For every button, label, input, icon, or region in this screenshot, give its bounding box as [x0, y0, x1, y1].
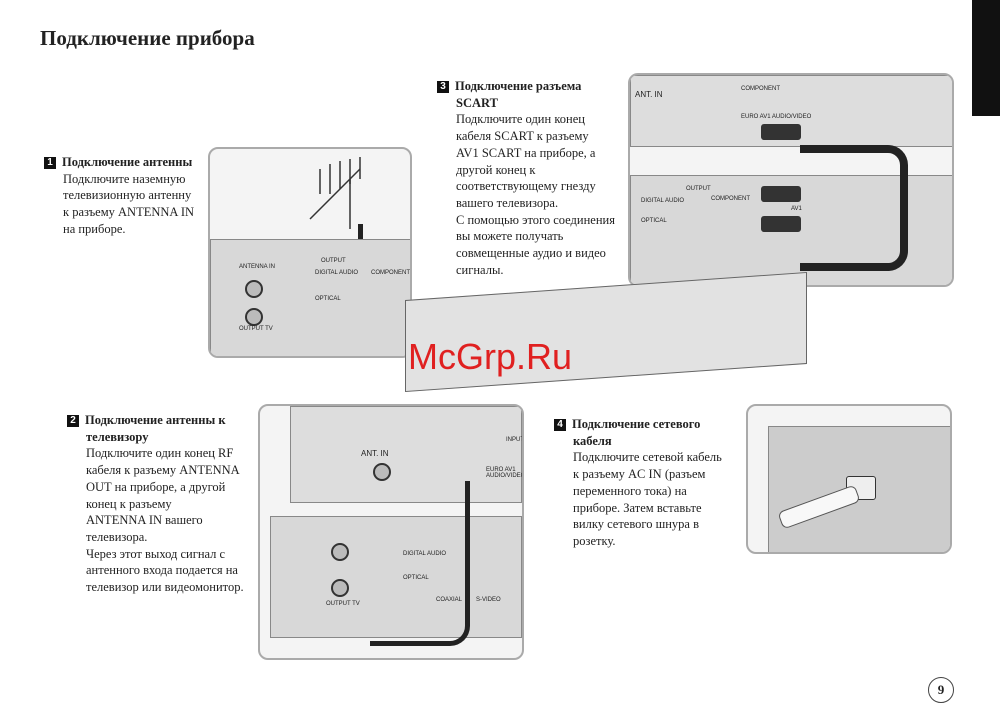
label-antenna-out: OUTPUT TV — [239, 326, 273, 332]
text-line: AV1 SCART на приборе, а — [456, 145, 596, 160]
text-line: Через этот выход сигнал с — [86, 546, 226, 561]
antenna-out-jack — [245, 308, 263, 326]
rear-panel: OUTPUT TV DIGITAL AUDIO OPTICAL COAXIAL … — [270, 516, 522, 638]
watermark: McGrp.Ru — [408, 336, 573, 377]
label-antenna-out: OUTPUT TV — [326, 601, 360, 607]
section-heading: Подключение сетевого — [572, 417, 701, 431]
label-component: COMPONENT — [711, 196, 750, 202]
tv-scart-port — [761, 124, 801, 140]
label-digital-audio: DIGITAL AUDIO — [641, 198, 685, 204]
tv-rear: ANT. IN INPUT EURO AV1 AUDIO/VIDEO — [290, 406, 522, 503]
text-line: ANTENNA IN вашего — [86, 513, 203, 528]
section-tab-marker — [972, 0, 1000, 116]
antenna-in-jack — [331, 543, 349, 561]
text-line: совмещенные аудио и видео — [456, 246, 606, 261]
section-antenna: 1 Подключение антенны Подключите наземную… — [44, 154, 194, 238]
text-line: Подключите один конец — [456, 112, 585, 127]
text-line: розетку. — [573, 533, 616, 548]
label-antenna-in: ANTENNA IN — [239, 264, 276, 270]
scart-port-av2 — [761, 186, 801, 202]
text-line: OUT на приборе, а другой — [86, 479, 226, 494]
section-heading: Подключение антенны — [62, 155, 193, 169]
figure-tv-antenna-connection: ANT. IN INPUT EURO AV1 AUDIO/VIDEO OUTPU… — [258, 404, 524, 660]
label-component: COMPONENT — [371, 270, 410, 276]
text-line: Подключите наземную — [63, 171, 186, 186]
section-heading: Подключение разъема — [455, 79, 582, 93]
label-euro-av1: EURO AV1 AUDIO/VIDEO — [741, 114, 812, 120]
text-line: вашего телевизора. — [456, 195, 559, 210]
text-line: антенного входа подается на — [86, 563, 238, 578]
section-antenna-tv: 2 Подключение антенны к телевизору Подклю… — [67, 412, 244, 596]
antenna-icon — [309, 157, 361, 229]
text-line: конец к разъему — [86, 496, 172, 511]
figure-scart-connection: ANT. IN COMPONENT EURO AV1 AUDIO/VIDEO O… — [628, 73, 954, 287]
section-heading: Подключение антенны к — [85, 413, 226, 427]
text-line: другой конец к — [456, 162, 536, 177]
label-av1: AV1 — [791, 206, 802, 212]
label-svideo: S-VIDEO — [476, 597, 501, 603]
text-line: С помощью этого соединения — [456, 212, 615, 227]
text-line: кабеля SCART к разъему — [456, 129, 589, 144]
step-number: 1 — [44, 157, 56, 169]
text-line: приборе. Затем вставьте — [573, 500, 702, 515]
step-number: 2 — [67, 415, 79, 427]
tv-ant-in-jack — [373, 463, 391, 481]
antenna-in-jack — [245, 280, 263, 298]
label-output: OUTPUT — [321, 258, 346, 264]
label-ant-in: ANT. IN — [361, 449, 389, 458]
section-heading: кабеля — [573, 433, 612, 448]
label-euro-av1: EURO AV1 AUDIO/VIDEO — [486, 467, 524, 479]
section-heading: телевизору — [86, 429, 149, 444]
text-line: сигналы. — [456, 262, 504, 277]
section-scart: 3 Подключение разъема SCART Подключите од… — [437, 78, 615, 278]
label-ant-in: ANT. IN — [635, 90, 663, 99]
label-output: OUTPUT — [686, 186, 711, 192]
text-line: телевизора. — [86, 529, 148, 544]
label-optical: OPTICAL — [403, 575, 429, 581]
text-line: соответствующему гнезду — [456, 179, 596, 194]
step-number: 4 — [554, 419, 566, 431]
antenna-out-jack — [331, 579, 349, 597]
text-line: на приборе. — [63, 221, 126, 236]
text-line: телевизор или видеомонитор. — [86, 580, 244, 595]
label-optical: OPTICAL — [315, 296, 341, 302]
label-optical: OPTICAL — [641, 218, 667, 224]
figure-power-connection — [746, 404, 952, 554]
label-component: COMPONENT — [741, 86, 780, 92]
text-line: переменного тока) на — [573, 483, 687, 498]
label-digital-audio: DIGITAL AUDIO — [315, 270, 359, 276]
section-heading: SCART — [456, 95, 498, 110]
section-power: 4 Подключение сетевого кабеля Подключите … — [554, 416, 722, 550]
text-line: кабеля к разъему ANTENNA — [86, 463, 240, 478]
rf-cable — [370, 481, 470, 646]
text-line: Подключите сетевой кабель — [573, 450, 722, 465]
text-line: телевизионную антенну — [63, 188, 192, 203]
text-line: вилку сетевого шнура в — [573, 517, 700, 532]
text-line: вы можете получать — [456, 229, 564, 244]
scart-port-av1 — [761, 216, 801, 232]
text-line: к разъему AC IN (разъем — [573, 467, 706, 482]
figure-antenna-connection: ANTENNA IN OUTPUT TV OUTPUT DIGITAL AUDI… — [208, 147, 412, 358]
label-coaxial: COAXIAL — [436, 597, 463, 603]
scart-cable — [800, 145, 908, 271]
text-line: к разъему ANTENNA IN — [63, 205, 195, 220]
label-digital-audio: DIGITAL AUDIO — [403, 551, 447, 557]
page-number: 9 — [928, 677, 954, 703]
step-number: 3 — [437, 81, 449, 93]
tv-rear: ANT. IN COMPONENT EURO AV1 AUDIO/VIDEO — [630, 75, 952, 147]
label-input: INPUT — [506, 437, 524, 443]
page-title: Подключение прибора — [40, 26, 255, 50]
rear-panel: ANTENNA IN OUTPUT TV OUTPUT DIGITAL AUDI… — [210, 239, 410, 356]
text-line: Подключите один конец RF — [86, 446, 234, 461]
